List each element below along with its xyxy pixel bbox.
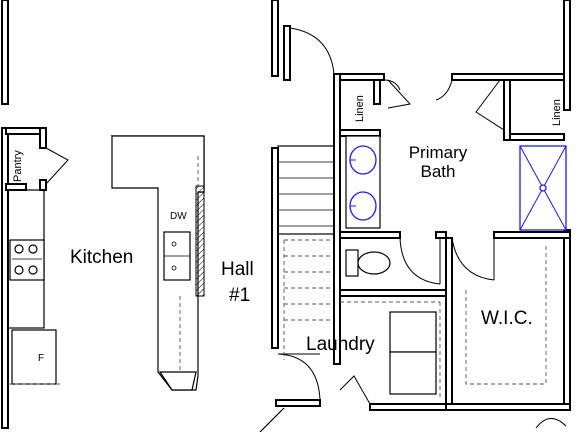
- wic-left-wall: [445, 237, 453, 409]
- hall-wall-mid: [271, 147, 279, 349]
- toilet-tank: [345, 249, 359, 277]
- burner-3: [14, 265, 24, 275]
- linen-left-label: Linen: [354, 95, 366, 122]
- left-exterior-wall-upper: [1, 0, 9, 105]
- island-hatched-wall: [195, 185, 205, 297]
- linen-right-bottom-wall: [509, 133, 565, 141]
- linen-left-door: [387, 79, 411, 109]
- bath-left-wall: [333, 73, 341, 365]
- wic-bottom-wall: [445, 403, 571, 411]
- pantry-door: [45, 147, 69, 185]
- pantry-bottom-jamb: [39, 179, 47, 191]
- right-bottom-door-arc: [535, 418, 567, 429]
- laundry-door-arc: [277, 353, 321, 401]
- closet-door-arc: [289, 27, 335, 75]
- island: [111, 135, 205, 391]
- burner-4: [28, 265, 38, 275]
- bath-entry-door-arc-right: [435, 79, 453, 101]
- kitchen-area: [7, 135, 205, 391]
- toilet-door-arc: [399, 237, 441, 285]
- left-exterior-wall-lower: [1, 127, 9, 429]
- linen-right-left-wall: [503, 79, 511, 141]
- primary-bath-fixtures: [345, 135, 567, 277]
- linen-left-right-wall: [373, 79, 381, 105]
- pantry-right-wall: [39, 127, 47, 149]
- sink-drain-2: [171, 265, 177, 271]
- laundry-bottom-wall-right: [369, 403, 451, 411]
- toilet-top-wall: [339, 231, 401, 239]
- stairs: [277, 145, 335, 360]
- fridge-label: F: [38, 353, 44, 364]
- hall-label-line1: Hall: [221, 259, 254, 280]
- shower-drain: [539, 184, 547, 192]
- linen-left-bottom-wall: [339, 129, 381, 137]
- primary-bath-label-line2: Bath: [421, 162, 456, 181]
- bath-entry-door-arc-left: [383, 79, 401, 91]
- burner-2: [28, 244, 38, 254]
- fridge: [11, 329, 57, 385]
- closet-left-wall: [283, 25, 291, 81]
- range: [9, 239, 45, 281]
- wic-shelf-line: [465, 244, 547, 385]
- laundry-fixtures: [340, 301, 441, 400]
- pantry-bottom-wall: [5, 183, 27, 191]
- kitchen-label: Kitchen: [70, 247, 133, 268]
- diagonal-wall: [259, 407, 285, 432]
- toilet-bottom-wall: [339, 289, 447, 297]
- bottom-door: [339, 375, 371, 405]
- wic-door-jamb-left: [435, 231, 447, 239]
- wic-door-arc: [451, 237, 495, 281]
- right-exterior-wall-lower: [563, 229, 571, 411]
- washer: [389, 311, 437, 353]
- stair-upper-run: [277, 145, 335, 235]
- dryer: [389, 351, 437, 395]
- right-exterior-wall-upper: [563, 0, 571, 111]
- sink-drain-1: [171, 241, 177, 247]
- linen-right-door: [475, 79, 505, 131]
- wic-shelving: [465, 244, 547, 385]
- linen-right-label: Linen: [551, 99, 563, 126]
- room-labels: Kitchen Hall #1 Primary Bath Laundry W.I…: [12, 95, 563, 364]
- wic-top-wall: [493, 231, 571, 239]
- hall-wall-upper: [271, 0, 279, 77]
- laundry-label: Laundry: [306, 334, 375, 355]
- toilet-bowl: [357, 251, 391, 275]
- dishwasher-label: DW: [170, 211, 187, 222]
- primary-bath-label-line1: Primary: [409, 143, 468, 162]
- doors: [45, 27, 567, 429]
- hall-label-line2: #1: [229, 285, 250, 306]
- island-end: [158, 371, 197, 391]
- laundry-bottom-wall-left: [275, 399, 321, 407]
- pantry-label: Pantry: [12, 150, 24, 182]
- burner-1: [14, 244, 24, 254]
- wic-label: W.I.C.: [481, 308, 533, 329]
